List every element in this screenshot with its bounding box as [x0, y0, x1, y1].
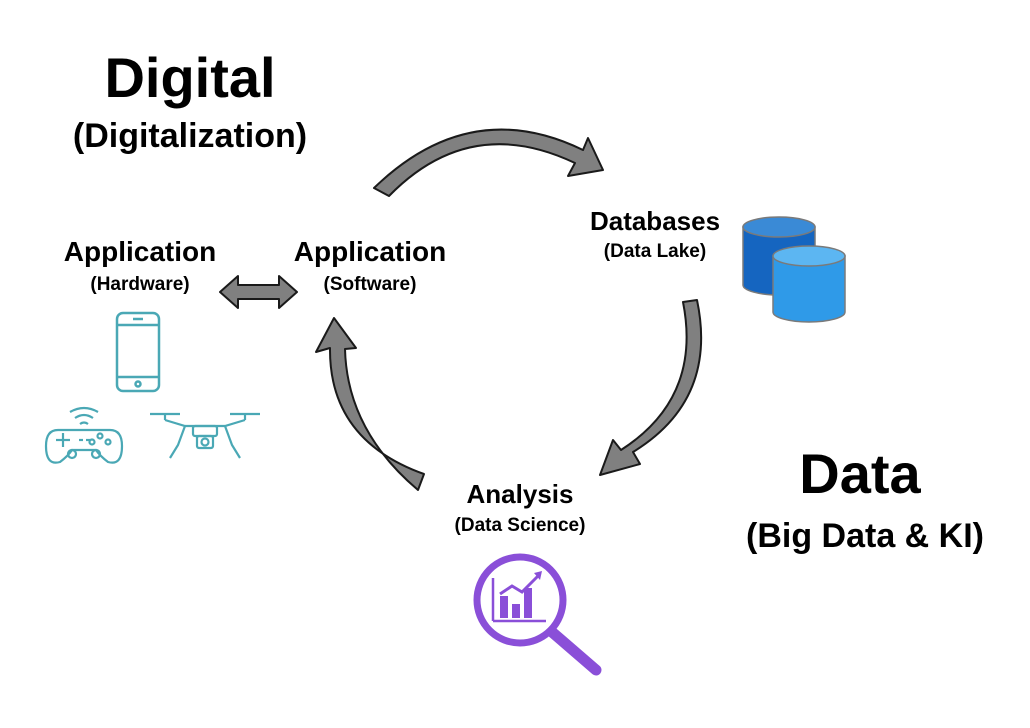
software-label: Application	[293, 236, 447, 267]
data-subtitle: (Big Data & KI)	[746, 517, 984, 555]
arrow-to-databases	[373, 128, 604, 197]
data-title: Data	[799, 442, 921, 505]
digital-title: Digital	[104, 46, 276, 109]
smartphone-icon	[115, 311, 161, 393]
database-icon	[742, 216, 846, 323]
analytics-magnifier-icon	[473, 553, 602, 676]
arrow-to-analysis	[599, 299, 703, 476]
databases-sub: (Data Lake)	[603, 241, 707, 262]
drone-icon	[150, 412, 260, 459]
analysis-sub: (Data Science)	[454, 515, 586, 536]
software-sub: (Software)	[323, 274, 417, 295]
hardware-label: Application	[63, 236, 217, 267]
digital-subtitle: (Digitalization)	[72, 117, 308, 155]
hardware-sub: (Hardware)	[90, 274, 190, 295]
arrow-to-software	[315, 317, 425, 491]
databases-label: Databases	[589, 206, 721, 236]
analysis-label: Analysis	[466, 479, 574, 509]
gamepad-icon	[44, 406, 124, 464]
double-arrow	[219, 275, 298, 309]
